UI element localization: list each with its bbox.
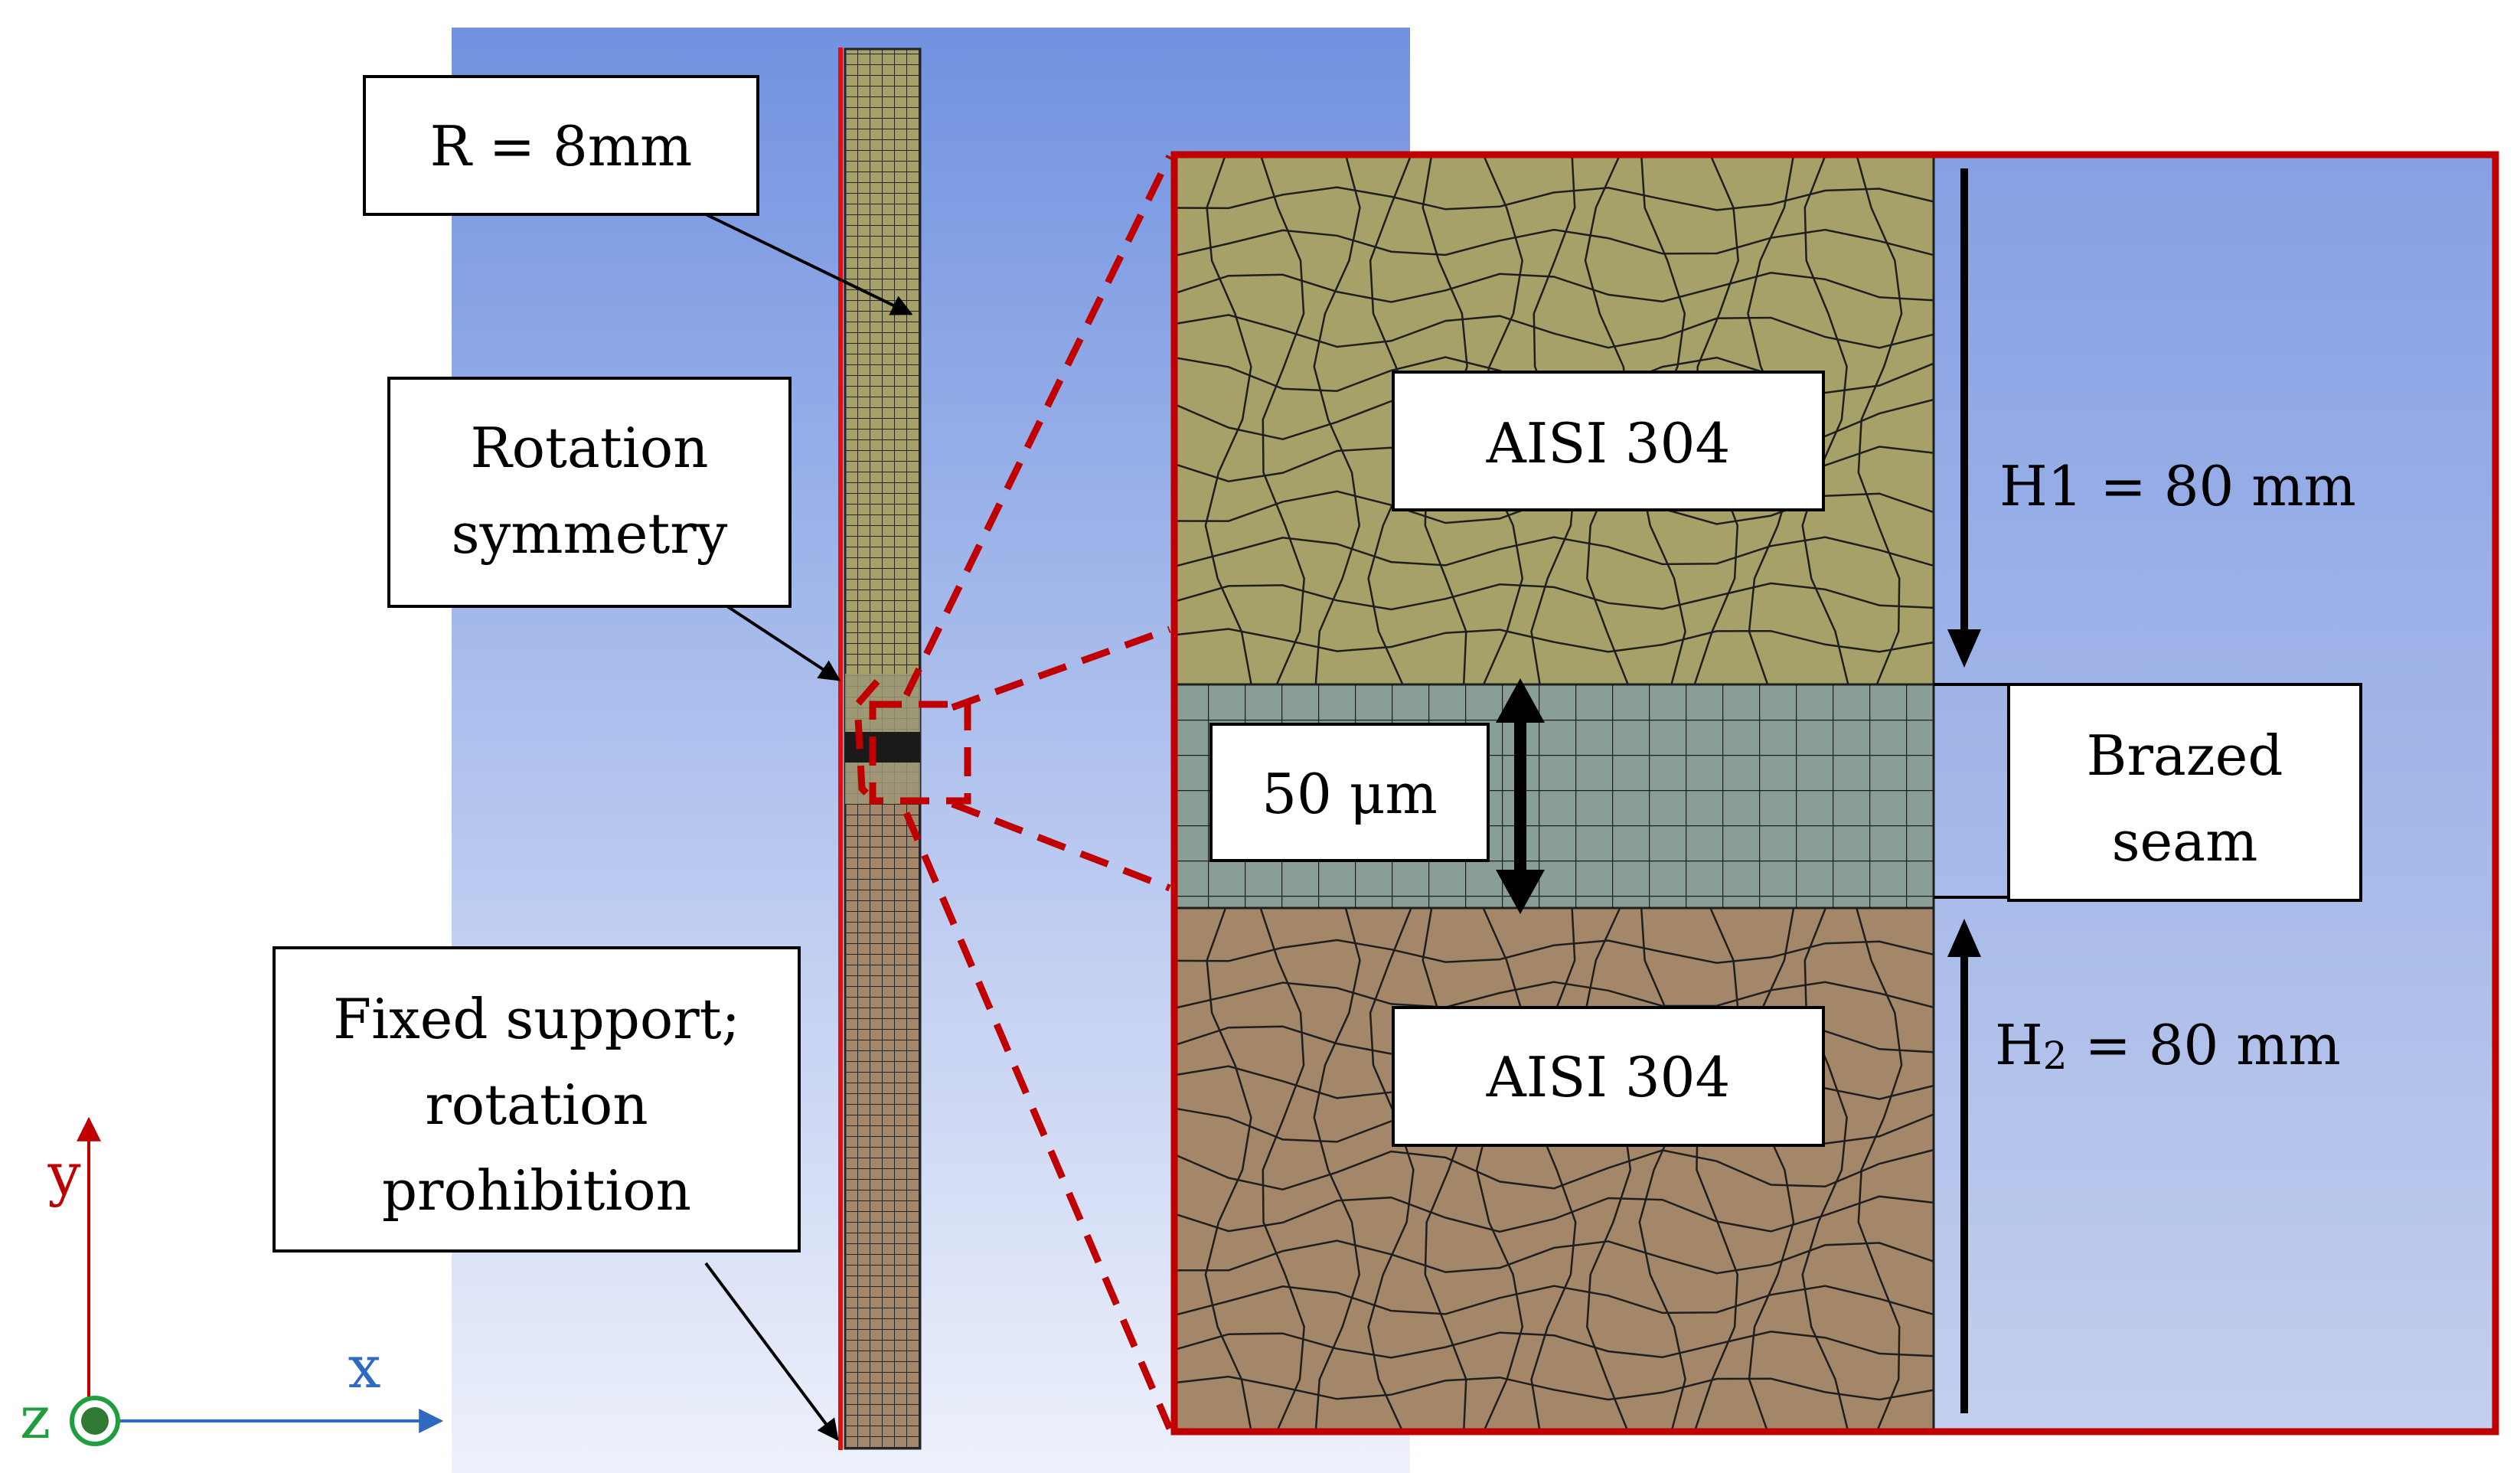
mesh-line — [1173, 1148, 1934, 1190]
rotation-symmetry-line1: Rotation — [470, 416, 708, 480]
seam-thickness-arrow — [1496, 678, 1545, 914]
zoom-callout-lines — [854, 155, 1173, 1430]
mesh-line — [1422, 907, 1468, 1432]
mesh-line — [1259, 154, 1305, 685]
mesh-line — [1693, 907, 1739, 1432]
rotation-symmetry-pointer — [726, 605, 841, 681]
mesh-line — [1367, 907, 1415, 1432]
seam-thickness-box: 50 μm — [1209, 723, 1490, 862]
mesh-line — [1801, 907, 1849, 1432]
fixed-support-line2: rotation — [425, 1073, 648, 1137]
brazed-seam-box: Brazed seam — [1934, 683, 2362, 902]
fixed-support-line3: prohibition — [382, 1158, 691, 1223]
aisi-bottom-label: AISI 304 — [1486, 1045, 1731, 1109]
coordinate-axes: y x z — [20, 1116, 444, 1452]
aisi-top-label: AISI 304 — [1486, 411, 1731, 475]
mesh-line — [1173, 1285, 1934, 1317]
fixed-support-line1: Fixed support; — [333, 987, 740, 1051]
mesh-line — [1173, 1195, 1934, 1233]
mesh-line — [1173, 314, 1934, 349]
mesh-line — [1173, 582, 1934, 611]
mesh-line — [1204, 907, 1252, 1432]
aisi-top-box: AISI 304 — [1392, 371, 1825, 511]
mesh-line — [1801, 154, 1849, 685]
x-axis-label: x — [348, 1333, 381, 1401]
rotation-symmetry-line2: symmetry — [452, 501, 728, 566]
z-axis-label: z — [20, 1383, 51, 1452]
fixed-support-box: Fixed support; rotation prohibition — [273, 946, 801, 1253]
mesh-line — [1173, 628, 1934, 653]
steel-bottom-region — [1174, 908, 1934, 1432]
radius-label: R = 8mm — [430, 114, 693, 178]
mesh-line — [1313, 907, 1361, 1432]
brazed-seam-line1: Brazed — [2087, 723, 2283, 788]
specimen-strip — [838, 47, 922, 1450]
mesh-line — [1173, 1375, 1934, 1401]
y-axis-label: y — [47, 1140, 81, 1208]
mesh-line — [1259, 907, 1305, 1432]
mesh-line — [1530, 907, 1577, 1432]
radius-pointer — [705, 213, 913, 315]
zoom-window-frame — [1170, 151, 2499, 1435]
brazed-seam-line2: seam — [2112, 809, 2258, 874]
mesh-line — [1313, 154, 1361, 685]
h1-label: H1 = 80 mm — [1999, 454, 2356, 518]
aisi-bottom-box: AISI 304 — [1392, 1006, 1825, 1147]
mesh-line — [1173, 228, 1934, 257]
mesh-line — [1856, 154, 1903, 685]
mesh-line — [1638, 907, 1686, 1432]
mesh-line — [1173, 939, 1934, 964]
mesh-line — [1173, 186, 1934, 211]
mesh-line — [1747, 907, 1795, 1432]
mesh-line — [1173, 536, 1934, 568]
seam-thickness-label: 50 μm — [1262, 762, 1438, 826]
mesh-line — [1173, 1239, 1934, 1275]
mesh-line — [1856, 907, 1903, 1432]
h2-dimension: H2 = 80 mm — [1947, 919, 2341, 1413]
h2-label: H2 = 80 mm — [1995, 1013, 2341, 1078]
mesh-line — [1173, 981, 1934, 1010]
radius-label-box: R = 8mm — [363, 75, 759, 216]
mesh-line — [1584, 907, 1632, 1432]
h1-dimension: H1 = 80 mm — [1947, 168, 2356, 668]
mesh-line — [1204, 154, 1252, 685]
fixed-support-pointer — [704, 1262, 839, 1442]
mesh-line — [1173, 1331, 1934, 1359]
mesh-line — [1475, 907, 1524, 1432]
rotation-symmetry-box: Rotation symmetry — [387, 377, 792, 608]
